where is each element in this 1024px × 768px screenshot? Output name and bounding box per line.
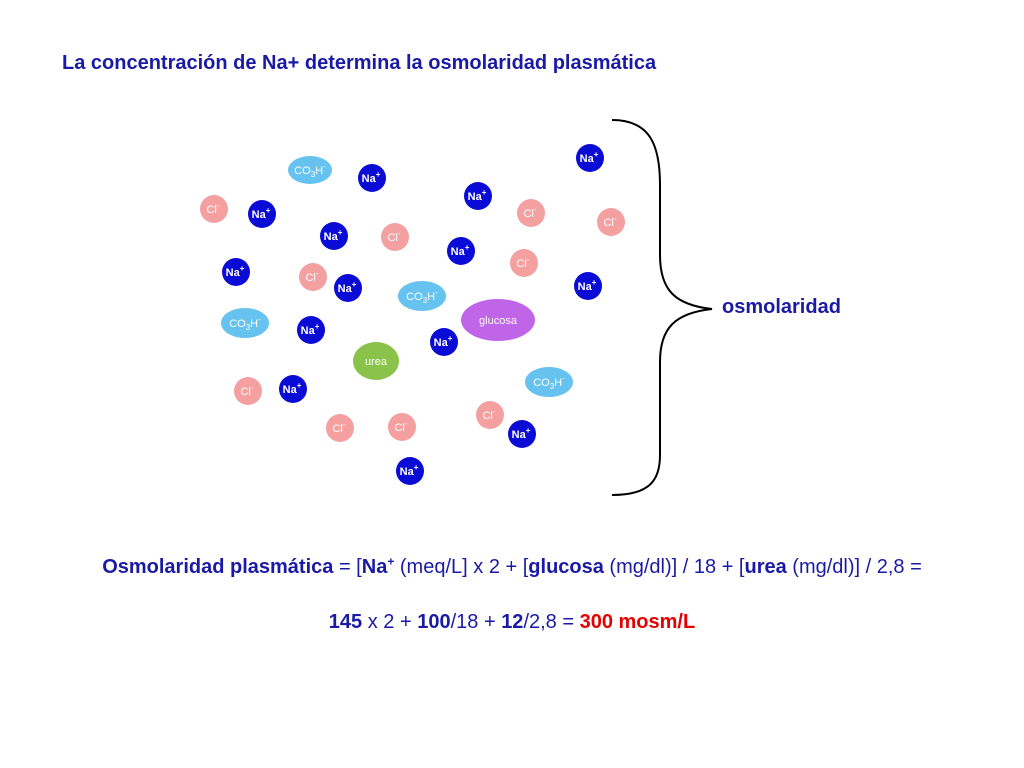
svg-text:Cl-: Cl- xyxy=(394,419,407,434)
na-ion: Na+ xyxy=(430,328,458,356)
na-ion: Na+ xyxy=(576,144,604,172)
svg-text:Cl-: Cl- xyxy=(240,383,253,398)
cl-ion: Cl- xyxy=(517,199,545,227)
formula-value-na: 145 xyxy=(328,611,363,633)
cl-ion: Cl- xyxy=(476,401,504,429)
urea-molecule: urea xyxy=(353,342,399,380)
svg-text:Cl-: Cl- xyxy=(482,407,495,422)
formula-urea-unit: (mg/dl)] / 2,8 = xyxy=(786,556,922,578)
formula-glucosa-unit: (mg/dl)] / 18 + [ xyxy=(603,556,745,578)
formula-value-urea: 12 xyxy=(501,611,524,633)
formula-eq: = [ xyxy=(333,556,362,578)
formula-urea: urea xyxy=(744,556,787,578)
na-ion: Na+ xyxy=(447,237,475,265)
formula-op-3: /2,8 = xyxy=(523,611,580,633)
na-ion: Na+ xyxy=(248,200,276,228)
svg-text:Cl-: Cl- xyxy=(523,205,536,220)
formula-glucosa: glucosa xyxy=(528,556,604,578)
formula-na-sup: + xyxy=(387,554,395,569)
svg-text:Cl-: Cl- xyxy=(516,255,529,270)
cl-ion: Cl- xyxy=(510,249,538,277)
svg-text:Cl-: Cl- xyxy=(332,420,345,435)
svg-text:Cl-: Cl- xyxy=(387,229,400,244)
svg-text:Cl-: Cl- xyxy=(206,201,219,216)
osmolaridad-label: osmolaridad xyxy=(722,296,841,318)
na-ion: Na+ xyxy=(334,274,362,302)
svg-text:CO3H-: CO3H- xyxy=(229,315,261,332)
formula-op-1: x 2 + xyxy=(362,611,418,633)
page-title: La concentración de Na+ determina la osm… xyxy=(62,52,657,74)
na-ion: Na+ xyxy=(464,182,492,210)
cl-ion: Cl- xyxy=(200,195,228,223)
svg-text:Cl-: Cl- xyxy=(305,269,318,284)
formula-lead: Osmolaridad plasmática xyxy=(102,556,334,578)
cl-ion: Cl- xyxy=(388,413,416,441)
na-ion: Na+ xyxy=(297,316,325,344)
cl-ion: Cl- xyxy=(381,223,409,251)
cl-ion: Cl- xyxy=(326,414,354,442)
na-ion: Na+ xyxy=(396,457,424,485)
bicarbonate-ion: CO3H- xyxy=(525,367,573,397)
svg-text:Cl-: Cl- xyxy=(603,214,616,229)
svg-text:urea: urea xyxy=(365,356,388,368)
formula-line-1: Osmolaridad plasmática = [Na+ (meq/L] x … xyxy=(0,554,1024,579)
na-ion: Na+ xyxy=(222,258,250,286)
cl-ion: Cl- xyxy=(597,208,625,236)
bicarbonate-ion: CO3H- xyxy=(288,156,332,184)
formula-na: Na xyxy=(361,556,388,578)
cl-ion: Cl- xyxy=(234,377,262,405)
svg-text:CO3H-: CO3H- xyxy=(533,374,565,391)
svg-text:CO3H-: CO3H- xyxy=(294,162,326,179)
glucosa-molecule: glucosa xyxy=(461,299,535,341)
na-ion: Na+ xyxy=(320,222,348,250)
svg-text:CO3H-: CO3H- xyxy=(406,288,438,305)
na-ion: Na+ xyxy=(358,164,386,192)
formula-line-2: 145 x 2 + 100/18 + 12/2,8 = 300 mosm/L xyxy=(0,611,1024,634)
svg-text:glucosa: glucosa xyxy=(479,315,518,327)
formula-value-glucosa: 100 xyxy=(417,611,451,633)
curly-brace xyxy=(611,119,713,496)
na-ion: Na+ xyxy=(574,272,602,300)
na-ion: Na+ xyxy=(508,420,536,448)
bicarbonate-ion: CO3H- xyxy=(398,281,446,311)
cl-ion: Cl- xyxy=(299,263,327,291)
formula-op-2: /18 + xyxy=(450,611,502,633)
formula-result: 300 mosm/L xyxy=(579,611,696,633)
na-ion: Na+ xyxy=(279,375,307,403)
bicarbonate-ion: CO3H- xyxy=(221,308,269,338)
formula-na-unit: (meq/L] x 2 + [ xyxy=(394,556,529,578)
